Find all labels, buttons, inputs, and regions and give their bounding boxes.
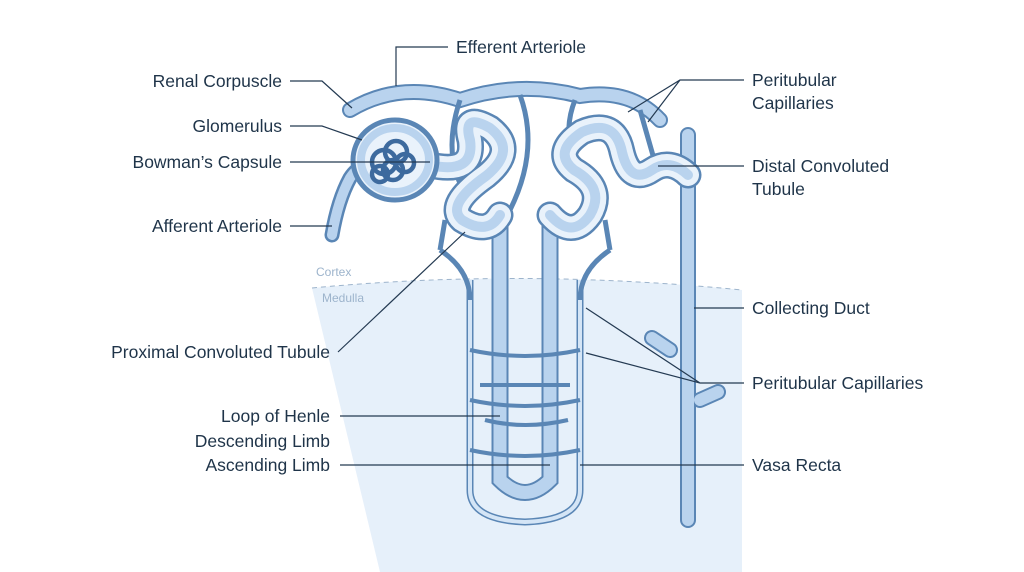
label-glomerulus: Glomerulus (193, 116, 283, 136)
label-bowmans-capsule: Bowman’s Capsule (133, 152, 282, 172)
loop-of-henle (491, 206, 559, 501)
glomerulus (369, 138, 417, 185)
label-peritubular-capillaries-top-line2: Capillaries (752, 93, 834, 113)
label-loop-of-henle: Loop of Henle (221, 406, 330, 426)
label-peritubular-capillaries-top-line1: Peritubular (752, 70, 837, 90)
cortex-label: Cortex (316, 265, 351, 279)
label-proximal-convoluted-tubule: Proximal Convoluted Tubule (111, 342, 330, 362)
collecting-duct (644, 127, 726, 528)
label-distal-convoluted-tubule-line2: Tubule (752, 179, 805, 199)
label-collecting-duct: Collecting Duct (752, 298, 870, 318)
distal-convoluted-tubule (536, 114, 702, 241)
label-distal-convoluted-tubule-line1: Distal Convoluted (752, 156, 889, 176)
label-efferent-arteriole: Efferent Arteriole (456, 37, 586, 57)
vasa-recta (437, 219, 613, 526)
label-renal-corpuscle: Renal Corpuscle (153, 71, 282, 91)
label-descending-limb: Descending Limb (195, 431, 330, 451)
medulla-label: Medulla (322, 291, 364, 305)
leader-lines (290, 46, 744, 466)
label-afferent-arteriole: Afferent Arteriole (152, 216, 282, 236)
label-ascending-limb: Ascending Limb (205, 455, 330, 475)
renal-corpuscle (350, 117, 440, 203)
proximal-convoluted-tubule (416, 108, 517, 241)
label-peritubular-capillaries-lower: Peritubular Capillaries (752, 373, 923, 393)
label-vasa-recta: Vasa Recta (752, 455, 841, 475)
